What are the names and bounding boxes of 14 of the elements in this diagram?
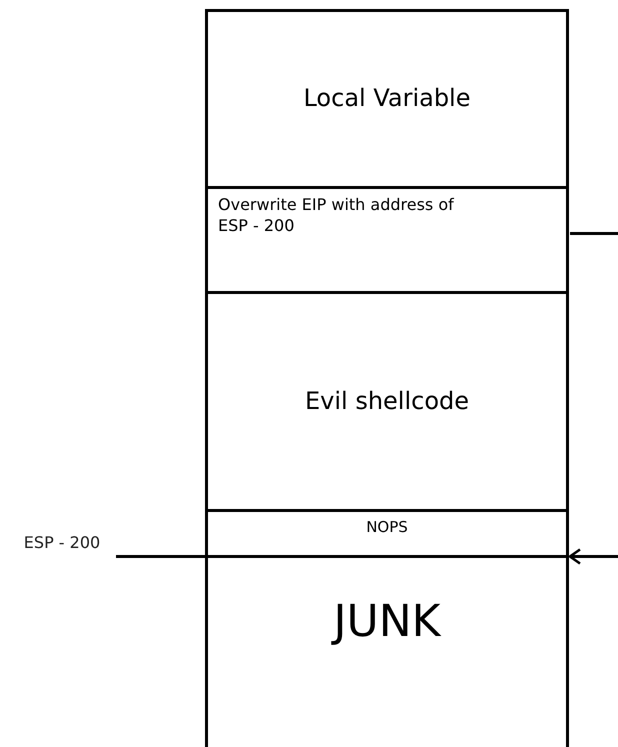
box-label: JUNK — [334, 593, 440, 650]
stack-frame-box — [205, 9, 569, 189]
leader-line — [116, 555, 205, 558]
box-label: Local Variable — [303, 83, 470, 114]
box-label: Overwrite EIP with address of ESP - 200 — [218, 195, 455, 237]
box-label: Evil shellcode — [304, 386, 470, 417]
connector-line — [570, 232, 618, 236]
address-label: ESP - 200 — [24, 532, 100, 554]
stack-frame-box — [205, 291, 569, 512]
stack-frame-box — [205, 186, 569, 294]
arrow — [568, 548, 618, 565]
stack-frame-box — [205, 555, 569, 747]
stack-frame-box — [205, 509, 569, 558]
box-label: NOPS — [366, 518, 408, 538]
